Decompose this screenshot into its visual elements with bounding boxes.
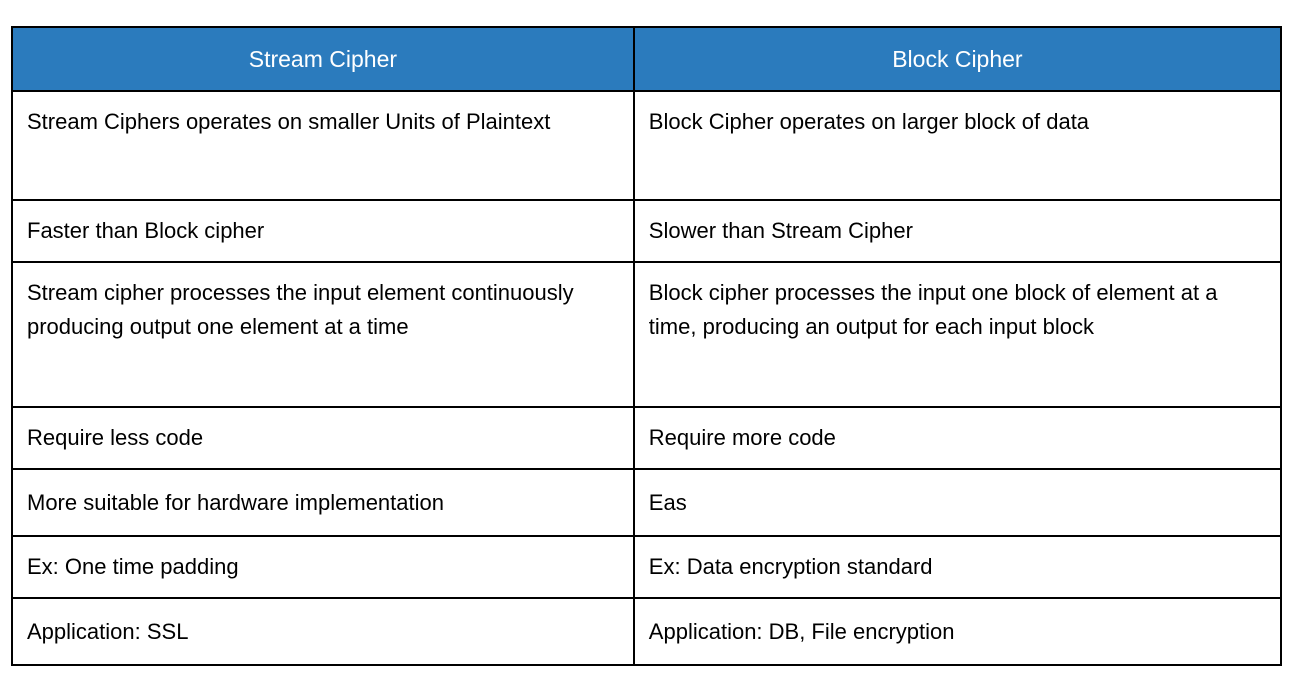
cell-block-speed: Slower than Stream Cipher: [632, 199, 1283, 263]
table-row: Ex: One time padding Ex: Data encryption…: [11, 535, 1283, 599]
header-row: Stream Cipher Block Cipher: [11, 26, 1283, 92]
cell-stream-application: Application: SSL: [11, 597, 635, 666]
cell-block-processing: Block cipher processes the input one blo…: [632, 261, 1283, 408]
cell-stream-code: Require less code: [11, 406, 635, 470]
column-header-block-cipher: Block Cipher: [632, 26, 1283, 92]
cell-stream-suitability: More suitable for hardware implementatio…: [11, 468, 635, 537]
table-row: Stream Ciphers operates on smaller Units…: [11, 90, 1283, 201]
table-row: Stream cipher processes the input elemen…: [11, 261, 1283, 408]
cell-block-code: Require more code: [632, 406, 1283, 470]
cell-stream-units: Stream Ciphers operates on smaller Units…: [11, 90, 635, 201]
cell-block-units: Block Cipher operates on larger block of…: [632, 90, 1283, 201]
cell-stream-speed: Faster than Block cipher: [11, 199, 635, 263]
column-header-stream-cipher: Stream Cipher: [11, 26, 635, 92]
table-row: Application: SSL Application: DB, File e…: [11, 597, 1283, 666]
table-row: Require less code Require more code: [11, 406, 1283, 470]
cell-block-application: Application: DB, File encryption: [632, 597, 1283, 666]
table-row: More suitable for hardware implementatio…: [11, 468, 1283, 537]
cell-block-example: Ex: Data encryption standard: [632, 535, 1283, 599]
cipher-comparison-container: Stream Cipher Block Cipher Stream Cipher…: [11, 26, 1283, 666]
table-row: Faster than Block cipher Slower than Str…: [11, 199, 1283, 263]
cipher-comparison-table: Stream Cipher Block Cipher Stream Cipher…: [11, 26, 1283, 666]
cell-stream-example: Ex: One time padding: [11, 535, 635, 599]
cell-block-suitability: Eas: [632, 468, 1283, 537]
cell-stream-processing: Stream cipher processes the input elemen…: [11, 261, 635, 408]
